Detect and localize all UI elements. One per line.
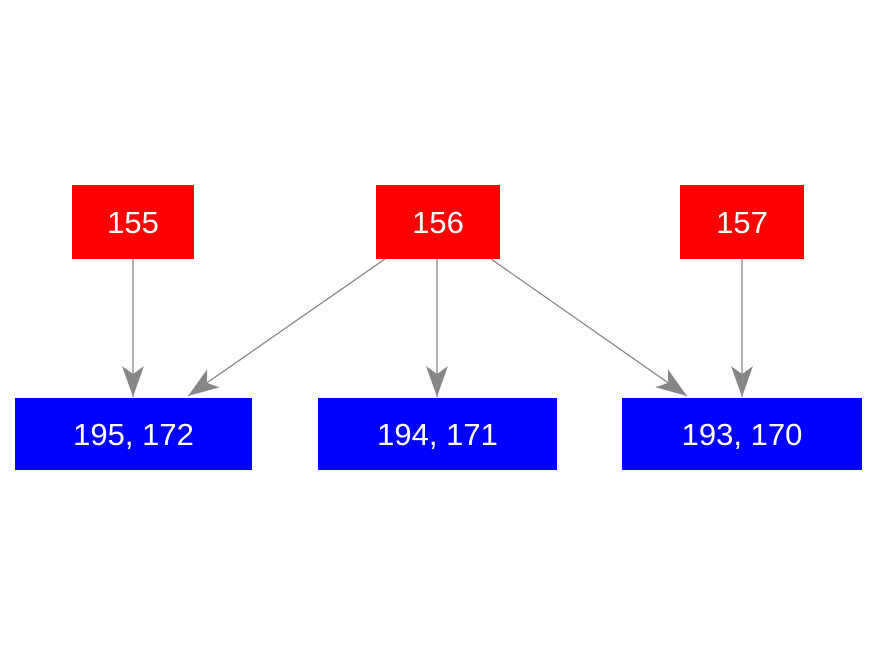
edge-n156-to-b3 (490, 258, 688, 397)
node-194-171-label: 194, 171 (377, 416, 498, 452)
node-193-170: 193, 170 (622, 398, 862, 470)
node-157-label: 157 (716, 204, 768, 240)
node-195-172: 195, 172 (15, 398, 252, 470)
node-194-171: 194, 171 (318, 398, 557, 470)
node-193-170-label: 193, 170 (681, 416, 803, 452)
node-156: 156 (376, 185, 500, 259)
node-155-label: 155 (107, 204, 159, 240)
edge-n156-to-b1 (187, 258, 386, 397)
node-156-label: 156 (412, 204, 464, 240)
node-155: 155 (72, 185, 194, 259)
node-157: 157 (680, 185, 804, 259)
node-195-172-label: 195, 172 (73, 416, 194, 452)
